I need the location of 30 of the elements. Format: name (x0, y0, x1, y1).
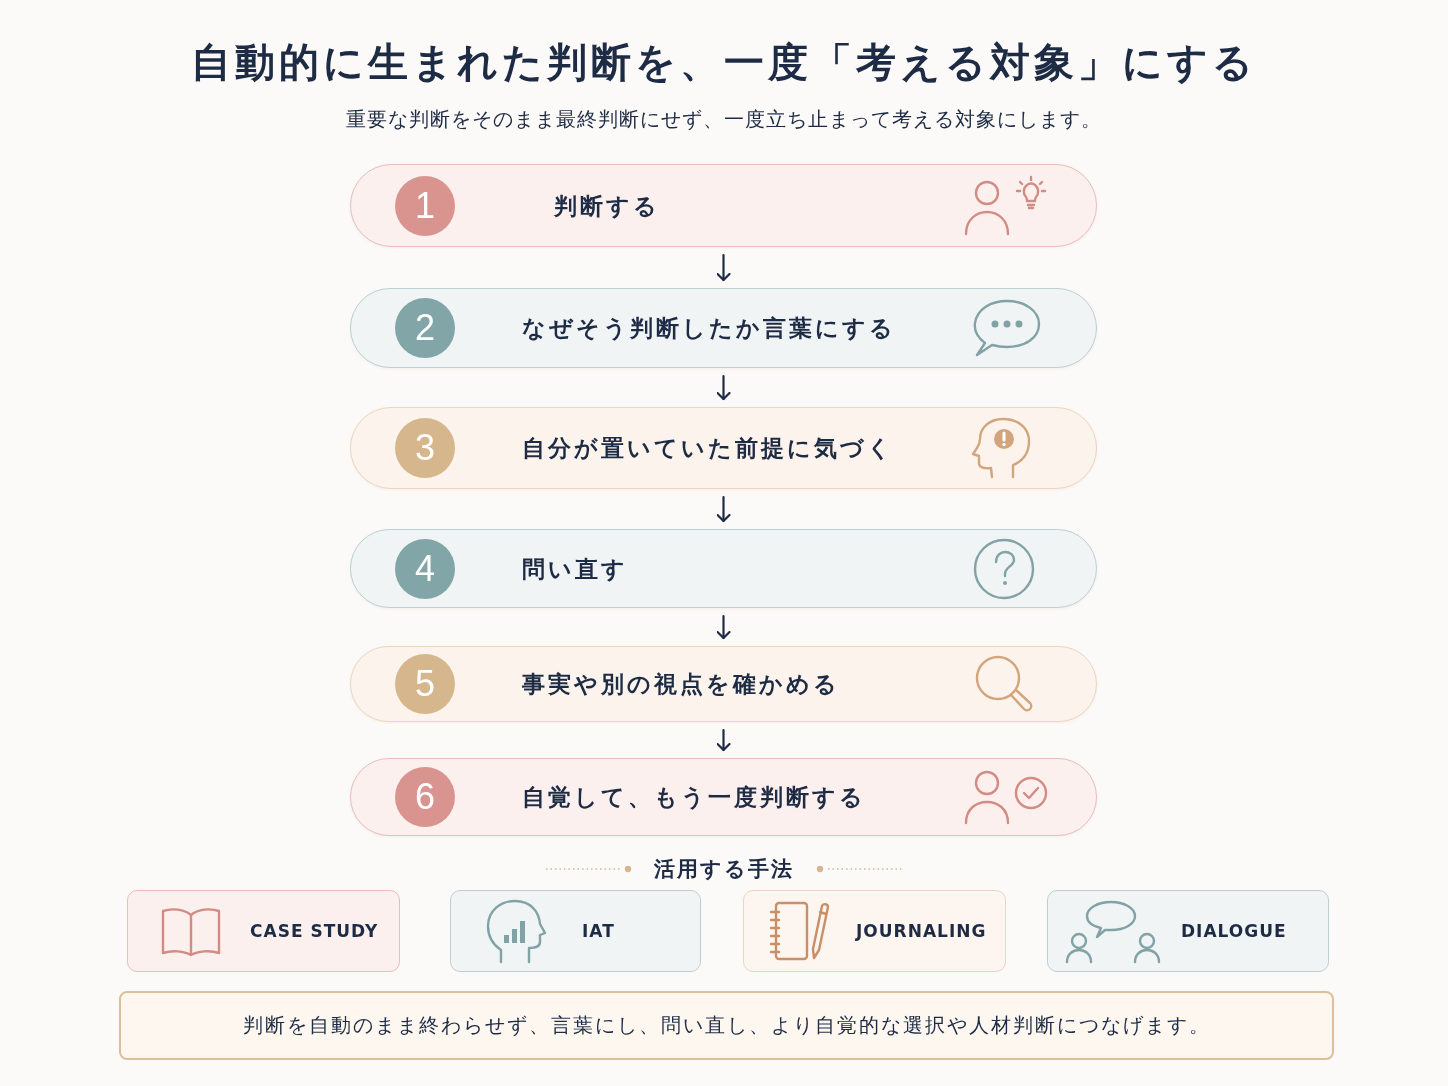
arrow (716, 253, 731, 282)
title: 自動的に生まれた判断を、一度「考える対象」にする (190, 38, 1258, 87)
section-heading: 活用する手法 (654, 856, 794, 883)
step-number-badge: 1 (395, 175, 455, 236)
arrow (716, 614, 731, 640)
step-text: 自分が置いていた前提に気づく (522, 433, 894, 463)
method-card (743, 890, 1006, 972)
step-number-badge: 2 (395, 298, 455, 358)
method-name: IAT (582, 921, 615, 941)
step-text: 自覚して、もう一度判断する (522, 782, 866, 812)
subtitle: 重要な判断をそのまま最終判断にせず、一度立ち止まって考える対象にします。 (345, 106, 1103, 133)
method-card (127, 890, 400, 972)
method-card (450, 890, 701, 972)
step-number-badge: 3 (395, 418, 455, 478)
step-text: 問い直す (522, 554, 628, 584)
step-number-badge: 6 (395, 767, 455, 827)
arrow (716, 728, 731, 752)
method-card (1047, 890, 1329, 972)
step-text: なぜそう判断したか言葉にする (522, 313, 896, 343)
step-number-badge: 5 (395, 654, 455, 714)
arrow (716, 495, 731, 523)
step-text: 事実や別の視点を確かめる (522, 669, 840, 699)
step-number-badge: 4 (395, 538, 455, 599)
summary-text: 判断を自動のまま終わらせず、言葉にし、問い直し、より自覚的な選択や人材判断につなげます。 (242, 1012, 1211, 1039)
method-name: JOURNALING (856, 921, 987, 941)
step-text: 判断する (554, 191, 660, 221)
arrow (716, 374, 731, 401)
method-name: DIALOGUE (1181, 921, 1287, 941)
summary-panel (119, 991, 1334, 1060)
method-name: CASE STUDY (250, 921, 379, 941)
